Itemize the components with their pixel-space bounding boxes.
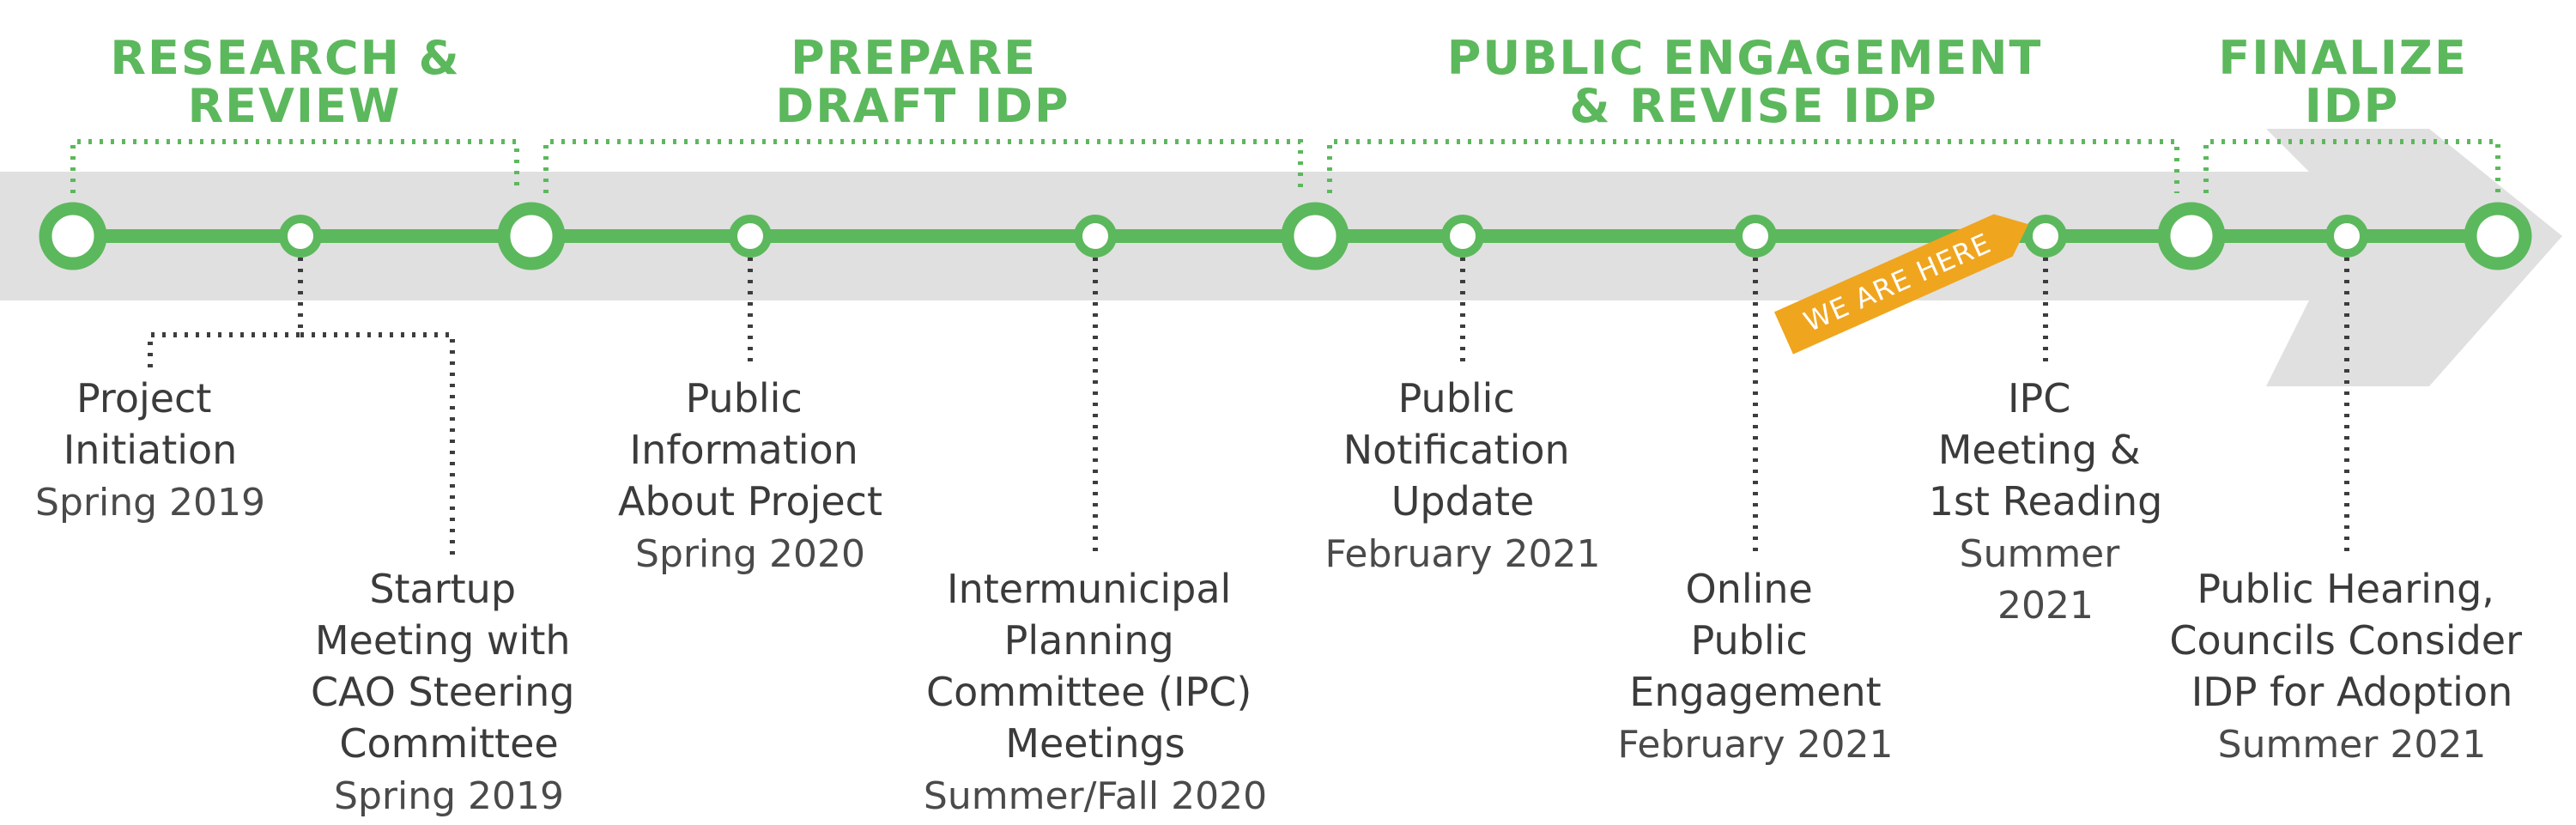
- milestone-node: [729, 215, 772, 258]
- milestone-date: Summer/Fall 2020: [924, 774, 1267, 818]
- milestone-nodes: [279, 215, 2368, 258]
- phase-brackets: [70, 139, 2500, 193]
- milestone-node: [2024, 215, 2067, 258]
- background-arrow: [0, 129, 2562, 386]
- milestone-public-information: Public Information About Project Spring …: [618, 375, 882, 576]
- phase-node: [2464, 202, 2532, 270]
- milestone-startup-meeting: Startup Meeting with CAO Steering Commit…: [311, 566, 587, 818]
- milestone-title: Public Notification Update: [1343, 375, 1583, 525]
- milestone-date: Spring 2019: [334, 774, 564, 818]
- milestone-node: [1074, 215, 1117, 258]
- phase-title-finalize: FINALIZE IDP: [2218, 31, 2485, 133]
- milestone-title: Startup Meeting with CAO Steering Commit…: [311, 566, 587, 767]
- milestone-date: February 2021: [1618, 723, 1894, 767]
- milestone-connectors: [148, 258, 2349, 558]
- milestone-node: [2325, 215, 2368, 258]
- phase-node: [497, 202, 566, 270]
- phase-title-engagement: PUBLIC ENGAGEMENT & REVISE IDP: [1447, 31, 2060, 133]
- phase-node: [2157, 202, 2226, 270]
- milestone-public-notification: Public Notification Update February 2021: [1325, 375, 1601, 576]
- badge-arrow: [1773, 214, 2028, 355]
- milestone-title: Public Information About Project: [618, 375, 882, 525]
- milestone-date: Summer 2021: [2218, 723, 2487, 767]
- phase-bracket-draft: [543, 139, 1303, 193]
- phase-title-draft: PREPARE DRAFT IDP: [775, 31, 1070, 133]
- milestone-node: [1441, 215, 1484, 258]
- phase-bracket-research: [70, 139, 519, 193]
- milestone-title: Online Public Engagement: [1629, 566, 1881, 715]
- phase-bracket-engagement: [1327, 139, 2179, 193]
- milestone-ipc-meetings: Intermunicipal Planning Committee (IPC) …: [924, 566, 1267, 818]
- milestone-online-engagement: Online Public Engagement February 2021: [1618, 566, 1894, 767]
- phase-node: [1281, 202, 1349, 270]
- phase-title-research: RESEARCH & REVIEW: [110, 31, 478, 133]
- phase-bracket-finalize: [2203, 139, 2500, 193]
- milestone-ipc-first-reading: IPC Meeting & 1st Reading Summer 2021: [1929, 375, 2163, 628]
- milestone-public-hearing: Public Hearing, Councils Consider IDP fo…: [2169, 566, 2534, 767]
- milestone-title: IPC Meeting & 1st Reading: [1929, 375, 2163, 525]
- milestone-date: Summer 2021: [1960, 532, 2132, 628]
- connector-startup-meeting: [300, 332, 455, 558]
- milestone-date: February 2021: [1325, 532, 1601, 576]
- milestone-date: Spring 2020: [635, 532, 865, 576]
- milestone-node: [279, 215, 322, 258]
- milestone-date: Spring 2019: [35, 481, 265, 525]
- milestone-project-initiation: Project Initiation Spring 2019: [35, 375, 265, 525]
- phase-nodes: [39, 202, 2532, 270]
- milestone-title: Project Initiation: [64, 375, 238, 473]
- milestone-node: [1734, 215, 1777, 258]
- milestone-title: Public Hearing, Councils Consider IDP fo…: [2169, 566, 2534, 715]
- phase-node: [39, 202, 107, 270]
- milestone-title: Intermunicipal Planning Committee (IPC) …: [926, 566, 1264, 767]
